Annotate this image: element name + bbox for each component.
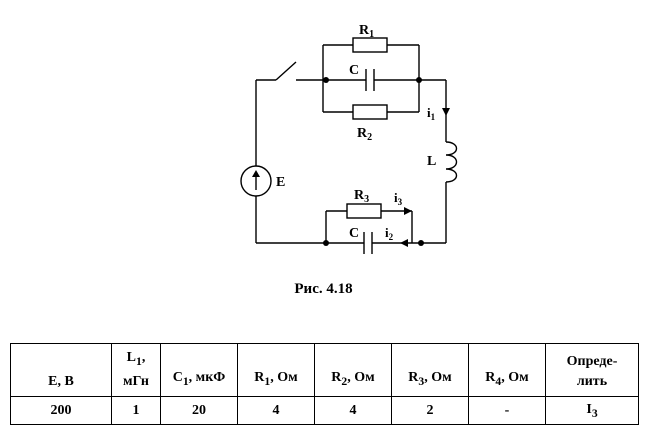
table-header-row: E, В L1, мГн C1, мкФ R1, Ом R2, Ом R3, О… [10, 343, 639, 397]
arrow-i3-icon [404, 207, 412, 215]
voltage-source-e [240, 165, 272, 197]
inductor-l [445, 141, 458, 183]
resistor-r1 [352, 37, 388, 53]
label-c-top: C [349, 63, 359, 78]
label-r3: R3 [354, 188, 369, 205]
junction-bottom-right [418, 240, 424, 246]
figure-caption: Рис. 4.18 [294, 281, 353, 297]
header-r3: R3, Ом [391, 343, 469, 397]
parameters-table: E, В L1, мГн C1, мкФ R1, Ом R2, Ом R3, О… [10, 343, 639, 425]
table-row: 200 1 20 4 4 2 - I3 [10, 396, 639, 425]
value-c1: 20 [160, 396, 238, 425]
value-determine: I3 [545, 396, 639, 425]
arrow-i2-icon [400, 239, 408, 247]
label-i1: i1 [427, 105, 436, 122]
resistor-r2 [352, 104, 388, 120]
header-r4: R4, Ом [468, 343, 546, 397]
capacitor-bottom [363, 232, 373, 254]
value-r4: - [468, 396, 546, 425]
header-l1: L1, мГн [111, 343, 161, 397]
value-e: 200 [10, 396, 112, 425]
header-determine: Опреде- лить [545, 343, 639, 397]
header-r1: R1, Ом [237, 343, 315, 397]
circuit-diagram: R1 C R2 i1 L E R3 i3 C i2 [240, 23, 458, 254]
value-r3: 2 [391, 396, 469, 425]
label-r1: R1 [359, 23, 374, 40]
junction-bottom-left [323, 240, 329, 246]
junction-top-right [416, 77, 422, 83]
label-r2: R2 [357, 126, 372, 143]
capacitor-top [365, 69, 375, 91]
label-i2: i2 [385, 225, 394, 242]
header-e: E, В [10, 343, 112, 397]
label-l: L [427, 154, 436, 169]
label-e: E [276, 175, 285, 190]
arrow-i1-icon [442, 108, 450, 116]
value-r2: 4 [314, 396, 392, 425]
value-r1: 4 [237, 396, 315, 425]
header-c1: C1, мкФ [160, 343, 238, 397]
switch-blade [275, 61, 297, 81]
label-c-bottom: C [349, 226, 359, 241]
value-l1: 1 [111, 396, 161, 425]
junction-top-left [323, 77, 329, 83]
header-r2: R2, Ом [314, 343, 392, 397]
label-i3: i3 [394, 190, 403, 207]
resistor-r3 [346, 203, 382, 219]
